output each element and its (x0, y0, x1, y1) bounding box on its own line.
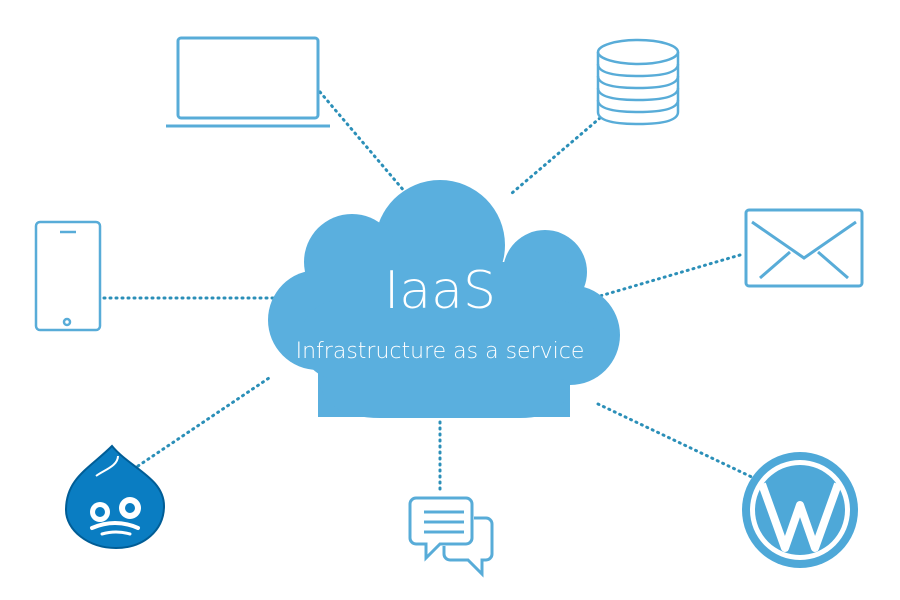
connector-wordpress (596, 402, 760, 482)
connectors (102, 90, 760, 494)
cloud-subtitle: Infrastructure as a service (296, 339, 585, 364)
envelope-icon (744, 208, 864, 288)
laptop-icon (166, 36, 330, 128)
connector-laptop (318, 90, 407, 194)
connector-envelope (598, 253, 742, 298)
connector-database (510, 116, 602, 195)
cloud-shape: IaaS Infrastructure as a service (268, 180, 620, 418)
smartphone-icon (34, 220, 102, 332)
drupal-logo (64, 444, 166, 550)
chat-bubbles-icon (408, 496, 494, 578)
wordpress-logo (742, 452, 858, 568)
connector-drupal (136, 374, 274, 468)
cloud-title: IaaS (384, 261, 496, 321)
database-icon (596, 38, 680, 126)
